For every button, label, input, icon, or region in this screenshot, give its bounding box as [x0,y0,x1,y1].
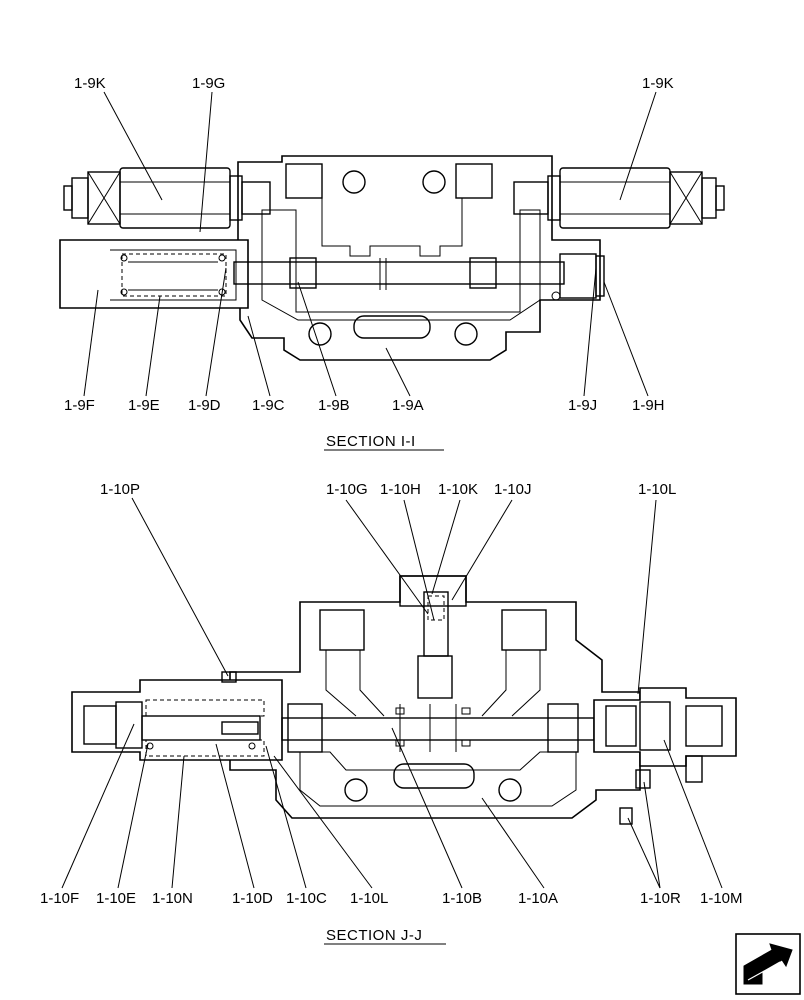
section-i-leaders [83,91,657,397]
label-1-9c: 1-9C [252,397,285,414]
section-i-labels: 1-9K 1-9G 1-9K 1-9F 1-9E 1-9D 1-9C 1-9B … [64,75,674,414]
section-i-drawing [59,155,725,361]
label-1-10e: 1-10E [96,890,136,907]
label-1-9d: 1-9D [188,397,221,414]
label-1-10f: 1-10F [40,890,79,907]
label-1-10j: 1-10J [494,481,532,498]
next-page-arrow-icon[interactable] [735,933,801,995]
label-1-10r: 1-10R [640,890,681,907]
label-1-9b: 1-9B [318,397,350,414]
spool-i [233,261,565,285]
label-1-10l-top: 1-10L [638,481,676,498]
section-j-leaders [61,497,723,889]
label-1-9e: 1-9E [128,397,160,414]
label-1-9h: 1-9H [632,397,665,414]
label-1-10k: 1-10K [438,481,478,498]
label-1-10g: 1-10G [326,481,368,498]
actuator-right-i [513,167,725,229]
actuator-left-i [63,167,271,229]
label-1-10l-bottom: 1-10L [350,890,388,907]
label-1-10a: 1-10A [518,890,558,907]
label-1-9g: 1-9G [192,75,225,92]
label-1-9k-left: 1-9K [74,75,106,92]
label-1-9j: 1-9J [568,397,597,414]
label-1-9k-right: 1-9K [642,75,674,92]
label-1-10n: 1-10N [152,890,193,907]
label-1-10p: 1-10P [100,481,140,498]
label-1-9f: 1-9F [64,397,95,414]
label-1-10c: 1-10C [286,890,327,907]
section-j-title: SECTION J-J [326,927,422,944]
label-1-10h: 1-10H [380,481,421,498]
label-1-9a: 1-9A [392,397,424,414]
valve-body-j [229,575,641,819]
label-1-10b: 1-10B [442,890,482,907]
valve-body-i [237,155,601,361]
section-j-drawing [71,575,737,825]
spring-housing-i [59,239,249,309]
section-j-labels: 1-10P 1-10G 1-10H 1-10K 1-10J 1-10L 1-10… [40,481,743,907]
label-1-10d: 1-10D [232,890,273,907]
label-1-10m: 1-10M [700,890,743,907]
section-i-title: SECTION I-I [326,433,416,450]
